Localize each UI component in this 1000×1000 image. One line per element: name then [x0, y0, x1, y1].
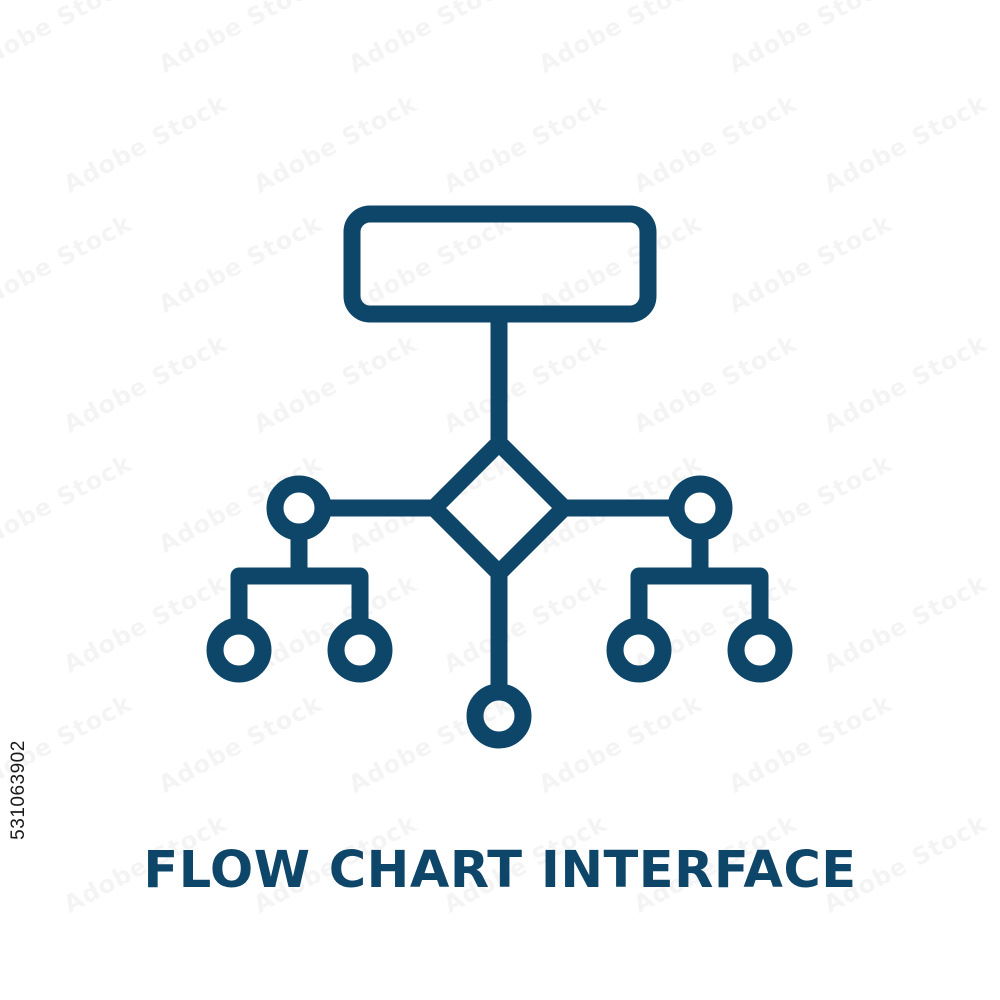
- right-leaf-circle-2: [727, 617, 793, 683]
- left-leaf-circle-2: [327, 617, 393, 683]
- stock-id-label: 531063902: [8, 740, 29, 840]
- right-leaf-circle-1: [606, 617, 672, 683]
- icon-caption: FLOW CHART INTERFACE: [143, 841, 857, 900]
- right-branch-bracket: [630, 567, 769, 630]
- decision-diamond: [425, 434, 573, 582]
- top-process-box: [343, 205, 657, 323]
- left-branch-bracket: [230, 567, 369, 630]
- left-leaf-circle-1: [206, 617, 272, 683]
- bottom-node-circle: [466, 683, 532, 749]
